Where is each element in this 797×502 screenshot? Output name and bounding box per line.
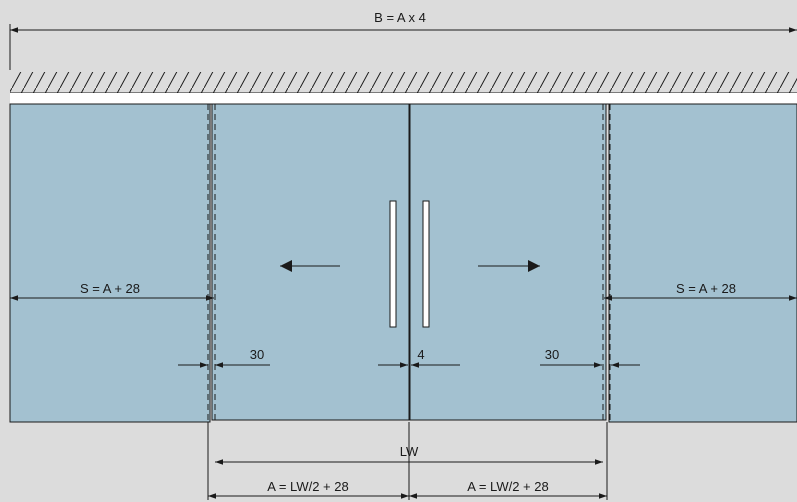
side-left-label: S = A + 28 <box>80 281 140 296</box>
sliding-leaf-right <box>409 103 607 421</box>
side-panel-right <box>608 103 797 423</box>
ceiling <box>10 72 797 105</box>
top-rail <box>10 93 797 104</box>
opening-label: LW <box>400 444 419 459</box>
leaf-right-label: A = LW/2 + 28 <box>467 479 548 494</box>
leaf-left-label: A = LW/2 + 28 <box>267 479 348 494</box>
glass-panels <box>9 103 797 423</box>
gap-dimensions: 30 4 30 <box>178 347 640 368</box>
gap-right-label: 30 <box>545 347 559 362</box>
total-width-label: B = A x 4 <box>374 10 426 25</box>
gap-center-label: 4 <box>417 347 424 362</box>
sliding-leaf-left <box>211 103 410 421</box>
opening-width-dimension: LW <box>215 444 603 465</box>
leaf-width-dimensions: A = LW/2 + 28 A = LW/2 + 28 <box>208 479 607 499</box>
side-panel-left <box>9 103 211 423</box>
total-width-dimension: B = A x 4 <box>9 10 797 70</box>
side-right-label: S = A + 28 <box>676 281 736 296</box>
handles <box>389 200 430 328</box>
handle-left <box>389 200 397 328</box>
handle-right <box>422 200 430 328</box>
ceiling-hatch <box>10 72 797 93</box>
side-width-dimensions: S = A + 28 S = A + 28 <box>10 281 797 301</box>
gap-left-label: 30 <box>250 347 264 362</box>
